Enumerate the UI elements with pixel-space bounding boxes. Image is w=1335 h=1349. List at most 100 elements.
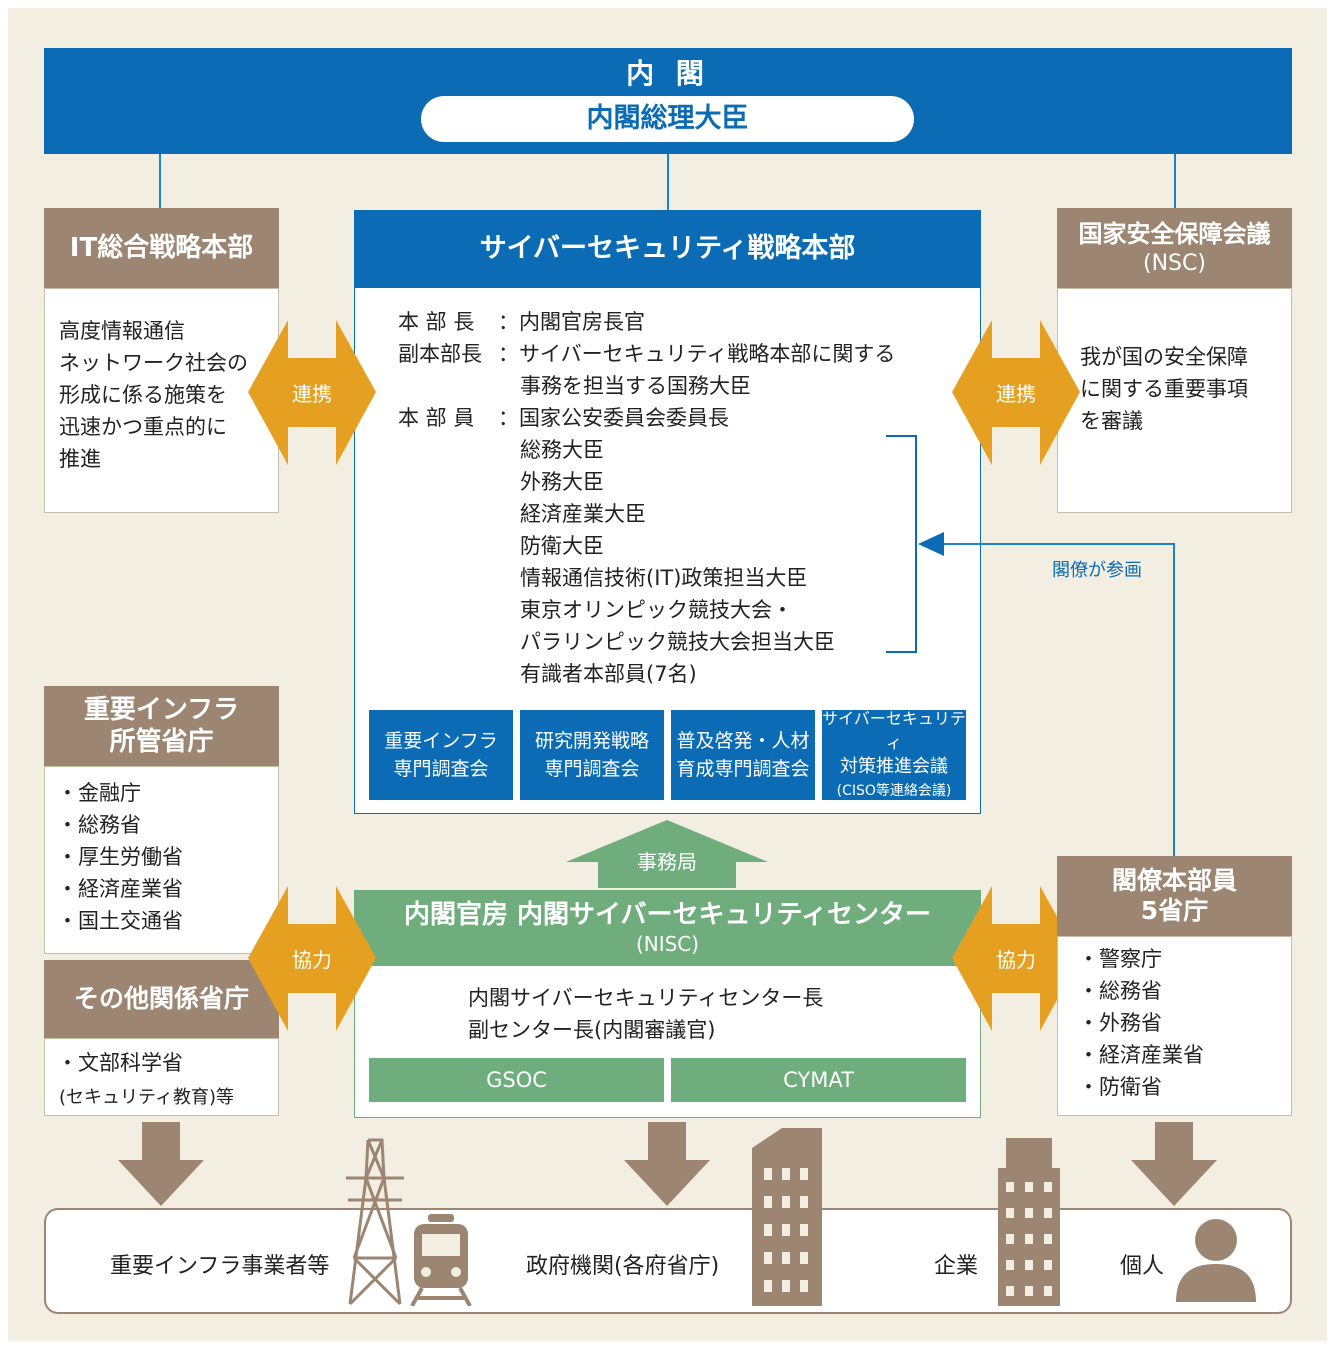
renkei-right-label: 連携 [996,382,1036,406]
minister-item: ・外務省 [1078,1011,1162,1035]
it-hq-line: 推進 [59,447,101,471]
it-hq-line: 迅速かつ重点的に [59,415,227,439]
renkei-right-arrow [952,320,1080,465]
other-ministry-item: ・文部科学省 [57,1051,183,1075]
cyber-hq-title: サイバーセキュリティ戦略本部 [354,210,981,288]
minister-members-header: 閣僚本部員 5省庁 [1057,856,1292,936]
nisc-title: 内閣官房 内閣サイバーセキュリティセンター [404,900,931,930]
participation-connector [918,532,1175,858]
member-item: 防衛大臣 [520,534,604,558]
infra-ministries-title: 所管省庁 [109,727,214,757]
renkei-left-label: 連携 [292,382,332,406]
down-arrow-right [1131,1122,1217,1206]
prime-minister-pill: 内閣総理大臣 [421,96,914,142]
minister-item: ・経済産業省 [1078,1043,1204,1067]
minister-members-title: 閣僚本部員 [1111,866,1237,895]
committee-ciso: サイバーセキュリティ 対策推進会議 (CISO等連絡会議) [822,709,966,800]
ministry-item: ・経済産業省 [57,877,183,901]
minister-members-box: ・警察庁 ・総務省 ・外務省 ・経済産業省 ・防衛省 [1057,936,1292,1116]
ministry-item: ・総務省 [57,813,141,837]
nisc-subtitle: (NISC) [635,932,700,956]
person-icon [1176,1219,1256,1302]
committee-line: 専門調査会 [544,758,640,780]
ministry-item: ・金融庁 [57,781,141,805]
participation-label: 閣僚が参画 [1052,560,1142,581]
infra-ministries-header: 重要インフラ 所管省庁 [44,686,279,766]
companies-label: 企業 [934,1254,979,1279]
cabinet-title: 内 閣 [626,57,710,90]
down-arrow-left [118,1122,204,1206]
vice-value-2: 事務を担当する国務大臣 [520,374,751,398]
vice-value-1: ：サイバーセキュリティ戦略本部に関する [498,342,896,366]
nisc-deputy: 副センター長(内閣審議官) [468,1018,716,1042]
committee-line: 研究開発戦略 [534,730,649,752]
nsc-line: に関する重要事項 [1080,377,1248,401]
company-building-icon [998,1138,1060,1306]
member-item: 経済産業大臣 [520,502,646,526]
other-ministries-box: ・文部科学省 (セキュリティ教育)等 [44,1038,279,1116]
vice-label: 副本部長 [398,342,482,366]
member-item: パラリンピック競技大会担当大臣 [520,630,835,654]
committee-line: (CISO等連絡会議) [836,783,952,799]
nsc-title: 国家安全保障会議 [1078,220,1271,248]
member-item: 総務大臣 [520,438,604,462]
minister-members-title: 5省庁 [1140,896,1209,925]
government-building-icon [752,1128,822,1306]
other-ministry-note: (セキュリティ教育)等 [59,1087,234,1108]
committee-line: 育成専門調査会 [676,758,810,780]
it-hq-title: IT総合戦略本部 [44,208,279,288]
member-bracket [886,435,917,653]
member-item: 東京オリンピック競技大会・ [520,598,793,622]
committee-line: 専門調査会 [393,758,489,780]
train-icon [410,1214,472,1306]
committee-rnd: 研究開発戦略 専門調査会 [520,710,664,800]
minister-item: ・警察庁 [1078,947,1162,971]
nsc-header: 国家安全保障会議 (NSC) [1057,208,1292,288]
infra-operators-label: 重要インフラ事業者等 [110,1254,330,1279]
minister-item: ・総務省 [1078,979,1162,1003]
cymat-box: CYMAT [671,1058,966,1102]
individuals-label: 個人 [1120,1254,1165,1279]
it-hq-box: 高度情報通信 ネットワーク社会の 形成に係る施策を 迅速かつ重点的に 推進 [44,288,279,513]
member-item: 情報通信技術(IT)政策担当大臣 [520,566,808,590]
secretariat-label: 事務局 [637,850,697,874]
committee-infra: 重要インフラ 専門調査会 [369,710,513,800]
member-item: 有識者本部員(7名) [520,662,697,686]
nsc-line: を審議 [1080,409,1143,433]
member-first: ：国家公安委員会委員長 [498,406,729,430]
minister-item: ・防衛省 [1078,1075,1162,1099]
committee-line: 対策推進会議 [840,756,948,777]
member-item: 外務大臣 [520,470,604,494]
committee-awareness: 普及啓発・人材 育成専門調査会 [671,710,815,800]
nsc-subtitle: (NSC) [1143,251,1206,276]
it-hq-line: 形成に係る施策を [59,383,227,407]
kyoryoku-left-label: 協力 [292,948,332,972]
down-arrow-center [624,1122,710,1206]
kyoryoku-left-arrow [248,886,376,1031]
ministry-item: ・国土交通省 [57,909,183,933]
committee-line: 普及啓発・人材 [676,730,810,752]
ministry-item: ・厚生労働省 [57,845,183,869]
chief-value: ：内閣官房長官 [498,310,645,334]
connector-line [1174,154,1176,208]
it-hq-line: 高度情報通信 [59,319,185,343]
chief-label: 本 部 長 [398,310,475,334]
secretariat-arrow [566,820,768,888]
nisc-header: 内閣官房 内閣サイバーセキュリティセンター (NISC) [354,890,981,966]
kyoryoku-right-label: 協力 [996,948,1036,972]
power-tower-icon [346,1138,404,1306]
kyoryoku-right-arrow [952,886,1080,1031]
committee-line: 重要インフラ [384,730,498,752]
other-ministries-title: その他関係省庁 [44,960,279,1038]
nsc-box: 我が国の安全保障 に関する重要事項 を審議 [1057,288,1292,513]
it-hq-line: ネットワーク社会の [59,351,248,375]
infra-ministries-box: ・金融庁 ・総務省 ・厚生労働省 ・経済産業省 ・国土交通省 [44,766,279,954]
renkei-left-arrow [248,320,376,465]
connector-line [667,154,669,210]
infra-ministries-title: 重要インフラ [83,695,240,725]
connector-line [159,154,161,208]
gsoc-box: GSOC [369,1058,664,1102]
member-label: 本 部 員 [398,406,475,430]
committee-line: サイバーセキュリティ [822,709,966,752]
government-label: 政府機関(各府省庁) [526,1254,720,1279]
